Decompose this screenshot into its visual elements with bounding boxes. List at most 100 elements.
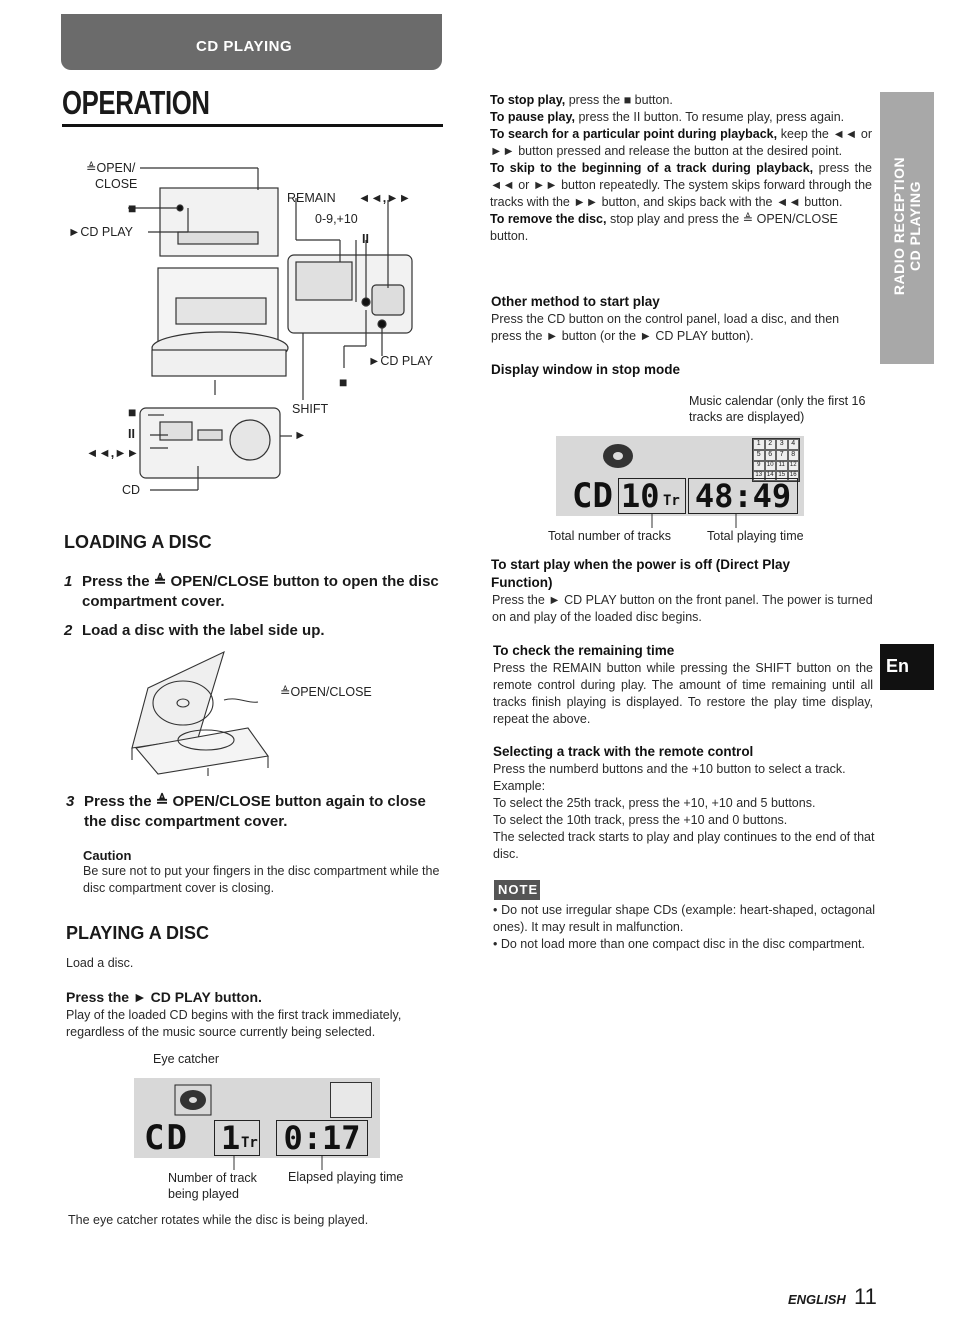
step-number: 1 (64, 573, 73, 590)
language-tab-label: En (886, 656, 910, 676)
banner-text: CD PLAYING (196, 38, 293, 55)
calendar-cell: 3 (776, 439, 788, 450)
calendar-cell: 12 (787, 461, 799, 471)
side-tab-line: RADIO RECEPTION (891, 156, 907, 296)
step-number: 3 (66, 793, 75, 810)
device-diagram (128, 167, 413, 491)
note-item: • Do not use irregular shape CDs (exampl… (493, 903, 875, 934)
step-text: Load a disc with the label side up. (82, 622, 325, 639)
caution-text: Be sure not to put your fingers in the d… (83, 864, 440, 895)
label-cd: CD (122, 483, 141, 497)
skip-icon: ◄◄,►► (358, 191, 411, 205)
calendar-cell: 7 (776, 450, 788, 461)
label-elapsed-time: Elapsed playing time (288, 1170, 404, 1184)
stop-icon-bottom: ■ (128, 404, 137, 420)
stop-display-tracks: 10 (621, 477, 660, 515)
step-text: Press the ≜ OPEN/CLOSE button again to c… (84, 793, 426, 830)
label-close: CLOSE (95, 177, 138, 191)
select-line: The selected track starts to play and pl… (493, 830, 875, 861)
calendar-cell: 10 (764, 461, 776, 471)
display-track-box: 1 Tr (214, 1119, 260, 1157)
search-instruction: To search for a particular point during … (490, 127, 873, 158)
direct-play-text: Press the ► CD PLAY button on the front … (492, 593, 873, 624)
stop-display-tr: Tr (663, 493, 680, 509)
music-calendar-note: Music calendar (only the first 16 tracks… (689, 394, 866, 424)
calendar-cell: 1 (753, 439, 765, 450)
display-tr: Tr (241, 1135, 258, 1151)
pause-icon: II (362, 232, 369, 246)
note-label: NOTE (498, 882, 539, 897)
notes: • Do not use irregular shape CDs (exampl… (493, 902, 875, 953)
skip-instruction: To skip to the beginning of a track duri… (490, 161, 872, 209)
caution-title: Caution (83, 848, 132, 863)
disc-icon (603, 444, 633, 468)
loading-step-1: 1 Press the ≜ OPEN/CLOSE button to open … (64, 572, 449, 612)
side-tab-line: CD PLAYING (907, 180, 923, 272)
section-banner: CD PLAYING (61, 14, 442, 70)
stop-display: 1 2 3 4 5 6 7 8 9 10 11 12 13 14 15 16 C… (556, 436, 804, 516)
side-tab-text: RADIO RECEPTION CD PLAYING (891, 99, 923, 353)
stop-icon: ■ (128, 200, 137, 216)
calendar-cell: 5 (753, 450, 765, 461)
stop-icon-right: ■ (339, 374, 348, 390)
label-digits: 0-9,+10 (315, 212, 358, 226)
music-calendar: 1 2 3 4 5 6 7 8 9 10 11 12 13 14 15 16 (752, 438, 800, 482)
disc-loading-illustration (131, 650, 269, 776)
pause-icon-bottom: II (128, 427, 135, 441)
language-tab: En (880, 644, 934, 690)
calendar-cell: 11 (776, 461, 788, 471)
playing-subheading: Press the ► CD PLAY button. (66, 989, 262, 1005)
display-track: 1 (221, 1119, 241, 1157)
calendar-cell: 6 (764, 450, 776, 461)
label-total-time: Total playing time (707, 529, 804, 543)
calendar-cell: 8 (787, 450, 799, 461)
playing-text: Play of the loaded CD begins with the fi… (66, 1008, 402, 1039)
loading-step-2: 2 Load a disc with the label side up. (64, 621, 449, 641)
calendar-cell: 14 (764, 471, 776, 481)
calendar-cell: 16 (787, 471, 799, 481)
label-cd-play-left: ►CD PLAY (68, 225, 133, 239)
remaining-text: Press the REMAIN button while pressing t… (493, 661, 873, 726)
eye-catcher-icon (174, 1084, 212, 1116)
skip-icon-bottom: ◄◄,►► (86, 446, 139, 460)
label-open-close: ≜OPEN/ (86, 161, 136, 175)
display-window-heading: Display window in stop mode (491, 362, 681, 377)
display-cd: CD (144, 1118, 189, 1158)
page-title: OPERATION (62, 84, 210, 121)
page-number: 11 (854, 1284, 877, 1309)
pause-instruction: To pause play, press the II button. To r… (490, 110, 845, 124)
calendar-cell: 15 (776, 471, 788, 481)
stop-display-leaders (651, 514, 737, 528)
direct-play-heading: To start play when the power is off (Dir… (491, 557, 791, 590)
step-text: Press the ≜ OPEN/CLOSE button to open th… (82, 573, 439, 610)
music-calendar-icon (330, 1082, 372, 1118)
play-icon-bottom: ► (294, 428, 307, 442)
remaining-heading: To check the remaining time (493, 643, 675, 658)
stop-instruction: To stop play, press the ■ button. (490, 93, 673, 107)
eye-catcher-note: The eye catcher rotates while the disc i… (68, 1213, 369, 1227)
calendar-cell: 2 (764, 439, 776, 450)
loading-heading: LOADING A DISC (64, 532, 212, 552)
note-item: • Do not load more than one compact disc… (493, 937, 865, 951)
footer-language: ENGLISH (788, 1292, 846, 1307)
calendar-cell: 4 (787, 439, 799, 450)
select-line: Press the numberd buttons and the +10 bu… (493, 762, 846, 776)
label-track-played: Number of track being played (168, 1171, 257, 1201)
label-remain: REMAIN (287, 191, 336, 205)
playing-heading: PLAYING A DISC (66, 923, 210, 943)
other-method-heading: Other method to start play (491, 294, 660, 309)
label-shift: SHIFT (292, 402, 329, 416)
label-open-close-2: ≜OPEN/CLOSE (280, 685, 372, 699)
select-track-heading: Selecting a track with the remote contro… (493, 744, 754, 759)
side-tab: RADIO RECEPTION CD PLAYING (880, 92, 934, 364)
display-time: 0:17 (276, 1120, 368, 1156)
stop-display-cd: CD (572, 476, 613, 516)
stop-display-time: 48:49 (688, 478, 798, 514)
operations-list: To stop play, press the ■ button. To pau… (490, 92, 872, 245)
display-leaders (233, 1156, 323, 1170)
note-badge: NOTE (494, 880, 540, 900)
stop-display-tracks-box: 10 Tr (618, 477, 686, 515)
calendar-cell: 9 (753, 461, 765, 471)
label-cd-play-right: ►CD PLAY (368, 354, 433, 368)
select-track-text: Press the numberd buttons and the +10 bu… (493, 761, 875, 863)
